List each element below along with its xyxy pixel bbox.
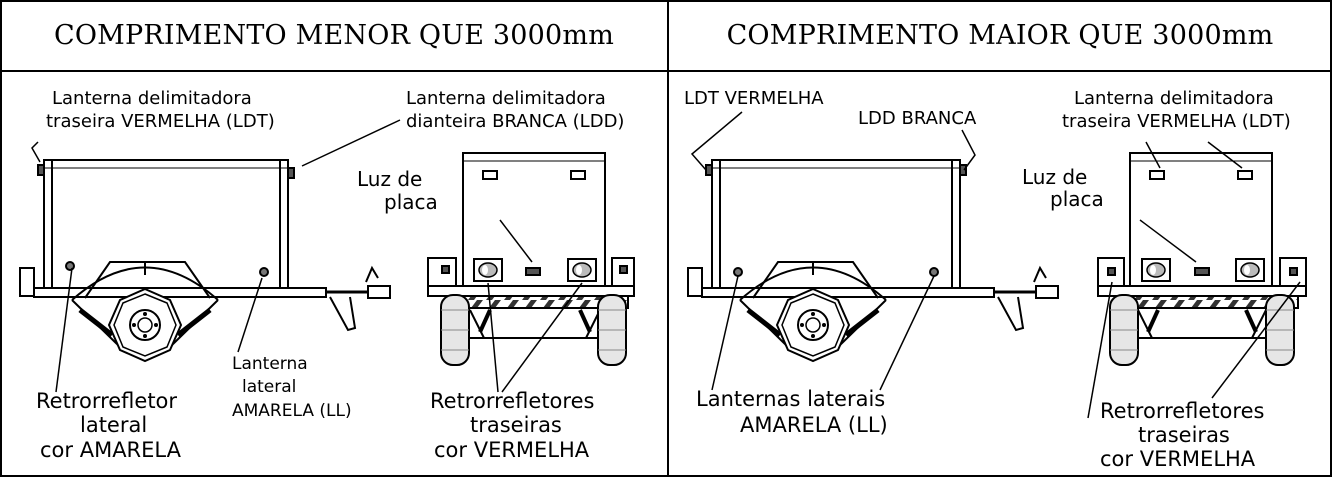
right-ll-label-2: AMARELA (LL) (740, 413, 888, 437)
right-rear-tire-right (1265, 294, 1295, 366)
right-rear-tire-left (1109, 294, 1139, 366)
right-leader-lines (690, 111, 1301, 419)
left-side-reflector-label-3: cor AMARELA (40, 438, 182, 462)
left-ldd-label-1: Lanterna delimitadora (406, 88, 606, 109)
panel-right-title: COMPRIMENTO MAIOR QUE 3000mm (726, 19, 1274, 51)
left-ldd-label-2: dianteira BRANCA (LDD) (406, 111, 624, 132)
left-side-trailer (19, 159, 391, 346)
left-leader-lines (31, 119, 583, 393)
right-side-wheel (776, 288, 850, 362)
right-rear-reflector-label-3: cor VERMELHA (1100, 447, 1256, 471)
left-ldt-label-2: traseira VERMELHA (LDT) (46, 111, 275, 132)
left-rear-reflector-right (567, 258, 597, 282)
right-rear-reflector-right (1235, 258, 1265, 282)
left-rear-reflector-left (473, 258, 503, 282)
left-ldt-label-1: Lanterna delimitadora (52, 88, 252, 109)
right-ll-label-1: Lanternas laterais (696, 387, 885, 411)
right-rear-reflector-label-1: Retrorrefletores (1100, 399, 1264, 423)
right-ldt-label-2: traseira VERMELHA (LDT) (1062, 111, 1291, 132)
right-ldd-short-label: LDD BRANCA (858, 108, 977, 129)
left-side-reflector-label-1: Retrorrefletor (36, 389, 177, 413)
right-ldt-label-1: Lanterna delimitadora (1074, 88, 1274, 109)
left-rear-reflector-label-3: cor VERMELHA (434, 438, 590, 462)
left-side-wheel (108, 288, 182, 362)
right-plate-label-1: Luz de (1022, 165, 1087, 189)
right-rear-reflector-left (1141, 258, 1171, 282)
left-side-reflector-label-2: lateral (80, 413, 147, 437)
left-ll-label-2: lateral (242, 377, 296, 397)
right-side-trailer (687, 159, 1059, 346)
panel-left-title: COMPRIMENTO MENOR QUE 3000mm (53, 19, 615, 51)
right-rear-reflector-label-2: traseiras (1138, 423, 1230, 447)
right-plate-label-2: placa (1050, 187, 1104, 211)
left-plate-label-1: Luz de (357, 167, 422, 191)
left-ll-label-3: AMARELA (LL) (232, 401, 352, 421)
left-rear-tire-right (597, 294, 627, 366)
right-ldt-short-label: LDT VERMELHA (684, 88, 824, 109)
left-rear-reflector-label-2: traseiras (470, 413, 562, 437)
left-ll-label-1: Lanterna (232, 354, 308, 374)
left-rear-tire-left (440, 294, 470, 366)
left-plate-label-2: placa (384, 190, 438, 214)
left-rear-reflector-label-1: Retrorrefletores (430, 389, 594, 413)
